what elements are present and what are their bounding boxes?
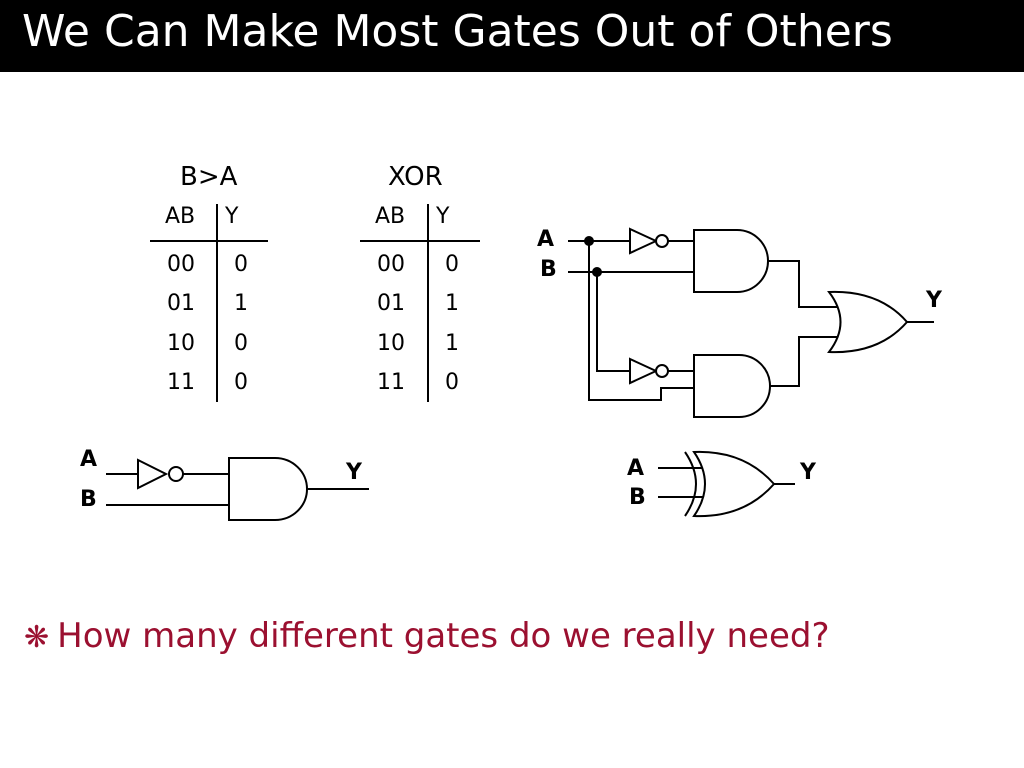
table-divider-vertical [216, 204, 218, 402]
table-cell-input: 10 [377, 331, 405, 356]
or-gate [827, 290, 909, 354]
table-heading: XOR [388, 162, 443, 192]
output-label-y: Y [925, 288, 943, 313]
input-label-a: A [537, 227, 554, 252]
input-label-a: A [627, 456, 644, 481]
bullet-star-icon: ❋ [24, 620, 50, 655]
table-cell-input: 11 [377, 370, 405, 395]
output-label-y: Y [345, 460, 363, 485]
and-gate [693, 354, 771, 418]
table-cell-input: 00 [167, 252, 195, 277]
table-cell-output: 0 [445, 252, 459, 277]
table-cell-input: 10 [167, 331, 195, 356]
inversion-bubble [655, 234, 669, 248]
table-cell-output: 0 [445, 370, 459, 395]
table-cell-output: 1 [445, 291, 459, 316]
output-label-y: Y [799, 460, 817, 485]
bullet-text: How many different gates do we really ne… [57, 616, 830, 656]
wire-b-to-lower-inverter [596, 272, 630, 372]
inverter-gate [137, 458, 169, 490]
inverter-gate [629, 357, 659, 385]
bullet-question: ❋How many different gates do we really n… [24, 616, 830, 656]
table-divider-horizontal [150, 240, 268, 242]
and-gate [228, 457, 308, 521]
wire-and-to-or [768, 260, 838, 308]
wire-a-to-lower-and [588, 241, 694, 401]
input-label-b: B [629, 485, 646, 510]
inversion-bubble [655, 364, 669, 378]
xor-from-and-or-circuit: A B Y [537, 227, 943, 418]
and-gate [693, 229, 769, 293]
xor-input-arc [684, 451, 697, 517]
table-divider-horizontal [360, 240, 480, 242]
xor-symbol-circuit: A B Y [627, 450, 817, 518]
table-cell-input: 00 [377, 252, 405, 277]
table-cell-output: 0 [234, 331, 248, 356]
column-header-inputs: AB [375, 204, 406, 229]
table-heading: B>A [180, 162, 238, 192]
input-label-b: B [80, 487, 97, 512]
inverter-gate [629, 227, 659, 255]
input-label-b: B [540, 257, 557, 282]
table-cell-output: 1 [445, 331, 459, 356]
input-label-a: A [80, 447, 97, 472]
table-divider-vertical [427, 204, 429, 402]
table-cell-output: 1 [234, 291, 248, 316]
table-cell-output: 0 [234, 370, 248, 395]
table-cell-output: 0 [234, 252, 248, 277]
title-bar: We Can Make Most Gates Out of Others [0, 0, 1024, 72]
table-cell-input: 11 [167, 370, 195, 395]
column-header-output: Y [436, 204, 450, 229]
column-header-output: Y [225, 204, 239, 229]
xor-gate [692, 450, 776, 518]
b-gt-a-circuit: A B Y [80, 447, 369, 521]
junction-dot [592, 267, 602, 277]
wire-and-to-or [770, 336, 838, 387]
junction-dot [584, 236, 594, 246]
page-title: We Can Make Most Gates Out of Others [22, 6, 893, 57]
table-cell-input: 01 [377, 291, 405, 316]
inversion-bubble [168, 466, 184, 482]
column-header-inputs: AB [165, 204, 196, 229]
table-cell-input: 01 [167, 291, 195, 316]
